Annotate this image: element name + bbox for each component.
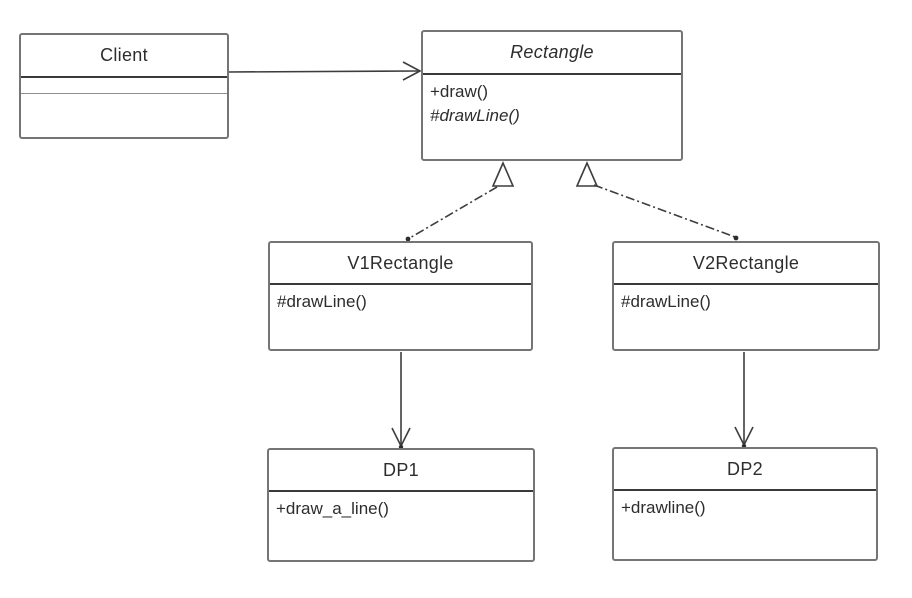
association-client-to-rectangle bbox=[227, 61, 422, 81]
hollow-triangle-icon bbox=[491, 160, 515, 187]
class-box-v1rectangle: V1Rectangle #drawLine() bbox=[268, 241, 533, 351]
generalization-v1rectangle-to-rectangle bbox=[405, 160, 515, 242]
method-item: #drawLine() bbox=[621, 292, 711, 311]
class-box-v2rectangle: V2Rectangle #drawLine() bbox=[612, 241, 880, 351]
class-box-rectangle: Rectangle +draw() #drawLine() bbox=[421, 30, 683, 161]
class-title-client: Client bbox=[21, 35, 227, 78]
methods-compartment: +drawline() bbox=[614, 491, 876, 559]
class-box-dp1: DP1 +draw_a_line() bbox=[267, 448, 535, 562]
methods-compartment: #drawLine() bbox=[270, 285, 531, 349]
class-title-rectangle: Rectangle bbox=[423, 32, 681, 75]
method-item: +draw() bbox=[430, 82, 489, 101]
hollow-triangle-icon bbox=[575, 160, 599, 187]
methods-compartment bbox=[21, 94, 227, 137]
attributes-compartment bbox=[21, 78, 227, 94]
class-box-client: Client bbox=[19, 33, 229, 139]
methods-compartment: +draw() #drawLine() bbox=[423, 75, 681, 159]
class-title-v2rectangle: V2Rectangle bbox=[614, 243, 878, 285]
method-item: +draw_a_line() bbox=[276, 499, 389, 518]
association-v2rectangle-to-dp2 bbox=[734, 352, 754, 449]
method-item: +drawline() bbox=[621, 498, 706, 517]
class-title-dp2: DP2 bbox=[614, 449, 876, 491]
method-item: #drawLine() bbox=[430, 106, 520, 125]
open-arrowhead-icon bbox=[402, 61, 422, 81]
generalization-v2rectangle-to-rectangle bbox=[575, 160, 739, 241]
class-box-dp2: DP2 +drawline() bbox=[612, 447, 878, 561]
methods-compartment: +draw_a_line() bbox=[269, 492, 533, 560]
association-v1rectangle-to-dp1 bbox=[391, 352, 411, 450]
class-title-dp1: DP1 bbox=[269, 450, 533, 492]
method-item: #drawLine() bbox=[277, 292, 367, 311]
class-title-v1rectangle: V1Rectangle bbox=[270, 243, 531, 285]
methods-compartment: #drawLine() bbox=[614, 285, 878, 349]
